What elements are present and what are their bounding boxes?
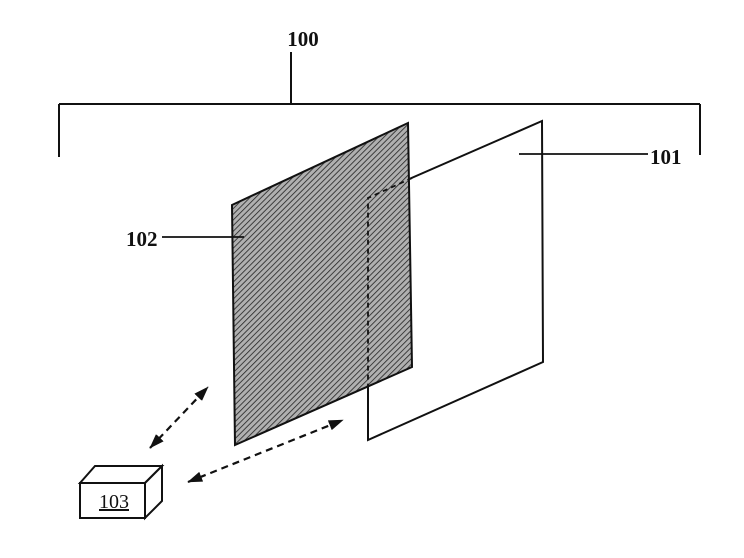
rear-panel-hidden-edges	[367, 177, 413, 386]
device-box-front-face	[79, 482, 146, 519]
label-103: 103	[99, 491, 129, 513]
label-100: 100	[287, 27, 319, 51]
label-102: 102	[126, 227, 158, 251]
device-box	[77, 463, 165, 521]
beam-arrow-to-rear-panel	[187, 418, 344, 484]
assembly-bracket	[58, 52, 701, 157]
label-101: 101	[650, 145, 682, 169]
beam-arrow-to-hatched-panel	[149, 386, 209, 449]
hatched-panel	[230, 121, 414, 447]
